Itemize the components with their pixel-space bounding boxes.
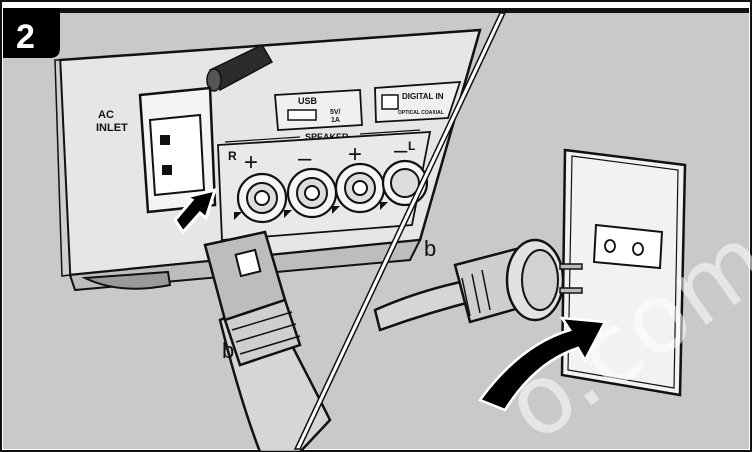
cable-label-left: b [222, 338, 234, 363]
digital-in-ports: DIGITAL IN OPTICAL COAXIAL [375, 82, 460, 122]
channel-r-label: R [228, 149, 237, 163]
cable-label-right: b [424, 236, 436, 261]
minus-sign-r: – [298, 145, 312, 172]
usb-port: USB 5V/ 1A [275, 90, 362, 130]
speaker-terminal-r-minus [288, 169, 336, 217]
digital-in-label: DIGITAL IN [402, 92, 444, 101]
channel-l-label: L [408, 139, 415, 153]
speaker-terminal-l-plus [336, 164, 384, 212]
plus-sign-r: + [244, 149, 258, 176]
usb-rating-line2: 1A [331, 117, 340, 124]
ac-inlet-label-line1: AC [98, 109, 114, 121]
speaker-terminal-r-plus [238, 174, 286, 222]
step-badge: 2 [3, 8, 60, 58]
digital-in-sub: OPTICAL COAXIAL [398, 110, 444, 116]
usb-label: USB [298, 96, 318, 106]
usb-rating-line1: 5V/ [330, 109, 341, 116]
ac-inlet-label-line2: INLET [96, 122, 128, 134]
step-number: 2 [16, 18, 35, 56]
